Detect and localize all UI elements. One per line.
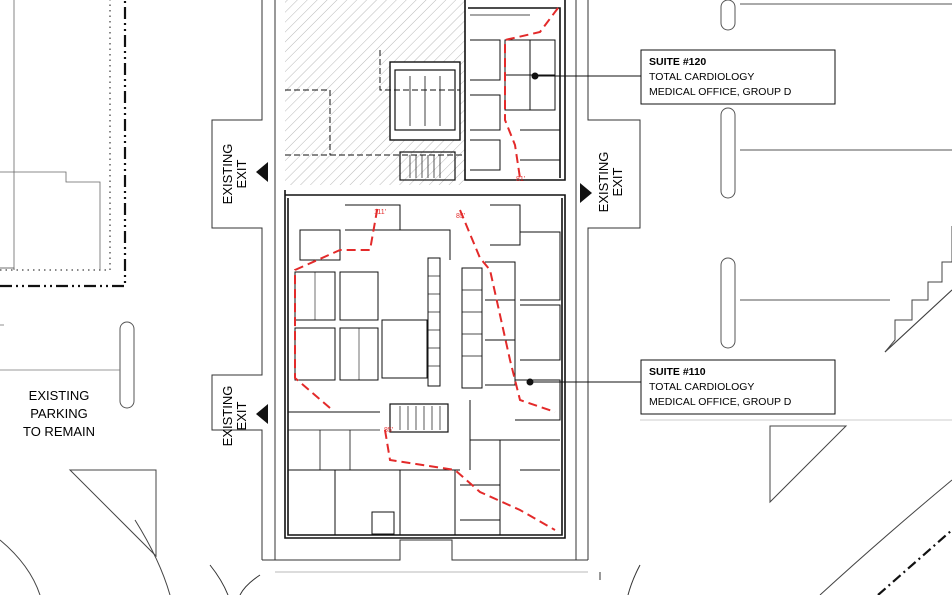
svg-text:EXISTING: EXISTING — [596, 152, 611, 213]
parking-label: EXISTING PARKING TO REMAIN — [23, 388, 95, 439]
svg-text:EXIT: EXIT — [234, 401, 249, 430]
exit-arrow-icon — [256, 404, 268, 424]
callout-text: MEDICAL OFFICE, GROUP D — [649, 86, 792, 98]
svg-text:EXIT: EXIT — [610, 167, 625, 196]
sidewalks — [209, 0, 641, 595]
svg-text:EXISTING: EXISTING — [220, 144, 235, 205]
site-right — [640, 0, 952, 595]
building-walls — [284, 0, 566, 539]
svg-text:EXISTING: EXISTING — [29, 388, 90, 403]
dimension-label: 85' — [384, 427, 393, 434]
existing-structure-hatch — [285, 0, 465, 185]
exit-label-right: EXISTING EXIT — [596, 152, 625, 213]
egress-path — [294, 7, 559, 531]
callout-suite-120: SUITE #120 TOTAL CARDIOLOGY MEDICAL OFFI… — [531, 49, 836, 105]
callout-suite-110: SUITE #110 TOTAL CARDIOLOGY MEDICAL OFFI… — [526, 359, 836, 415]
callout-title: SUITE #110 — [649, 366, 706, 378]
callout-text: TOTAL CARDIOLOGY — [649, 71, 754, 83]
site-left — [0, 0, 171, 595]
exit-label-upper-left: EXISTING EXIT — [220, 144, 249, 205]
exit-arrow-icon — [580, 183, 592, 203]
dimension-label: 85' — [456, 213, 465, 220]
exit-arrows — [256, 162, 592, 424]
callout-text: MEDICAL OFFICE, GROUP D — [649, 396, 792, 408]
dimension-label: 111' — [374, 209, 386, 216]
callout-text: TOTAL CARDIOLOGY — [649, 381, 754, 393]
dimension-label: 81' — [516, 176, 525, 183]
svg-text:EXISTING: EXISTING — [220, 386, 235, 447]
svg-text:EXIT: EXIT — [234, 159, 249, 188]
svg-text:PARKING: PARKING — [30, 406, 88, 421]
svg-text:TO REMAIN: TO REMAIN — [23, 424, 95, 439]
callout-title: SUITE #120 — [649, 56, 706, 68]
exit-arrow-icon — [256, 162, 268, 182]
exit-label-lower-left: EXISTING EXIT — [220, 386, 249, 447]
dimension-labels: 81' 111' 85' 85' — [374, 176, 525, 434]
